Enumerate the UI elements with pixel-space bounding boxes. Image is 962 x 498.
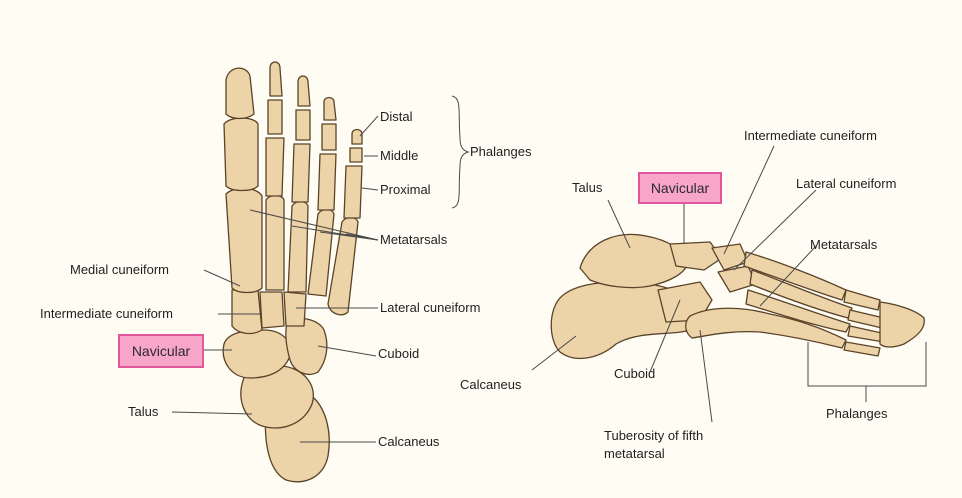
label-distal: Distal <box>380 109 413 125</box>
label-navicular-dorsal-highlight: Navicular <box>118 334 204 368</box>
dorsal-metatarsal-3 <box>288 202 308 293</box>
dorsal-metatarsal-4 <box>308 210 334 297</box>
dorsal-toe4-distal <box>324 98 336 121</box>
dorsal-toe3-middle <box>296 110 310 140</box>
dorsal-toe4-middle <box>322 124 336 150</box>
dorsal-medial-cuneiform-bone <box>232 290 262 333</box>
label-tuberosity-line1: Tuberosity of fifth <box>604 428 703 444</box>
dorsal-toe5-middle <box>350 148 362 162</box>
dorsal-hallux-proximal <box>224 118 258 191</box>
label-talus-lateral: Talus <box>572 180 602 196</box>
dorsal-metatarsal-2 <box>266 196 284 291</box>
label-middle: Middle <box>380 148 418 164</box>
label-navicular-lateral-highlight: Navicular <box>638 172 722 204</box>
lateral-distal-phalanges <box>880 302 924 347</box>
label-lateral-cuneiform-lateral: Lateral cuneiform <box>796 176 896 192</box>
lateral-intermediate-cuneiform-bone <box>712 244 748 270</box>
label-metatarsals-lateral: Metatarsals <box>810 237 877 253</box>
label-lateral-cuneiform-dorsal: Lateral cuneiform <box>380 300 480 316</box>
dorsal-toe2-middle <box>268 100 282 134</box>
lateral-talus-bone <box>580 234 688 287</box>
label-talus-dorsal: Talus <box>128 404 158 420</box>
dorsal-toe3-proximal <box>292 144 310 202</box>
dorsal-foot-illustration <box>223 62 362 482</box>
lateral-phalanx-2 <box>848 310 884 328</box>
label-intermediate-cuneiform-lateral: Intermediate cuneiform <box>744 128 877 144</box>
lateral-phalanx-4 <box>844 342 880 356</box>
lateral-foot-illustration <box>551 234 924 358</box>
label-proximal: Proximal <box>380 182 431 198</box>
label-cuboid-lateral: Cuboid <box>614 366 655 382</box>
dorsal-metatarsal-1 <box>226 188 262 292</box>
dorsal-toe2-distal <box>270 62 282 96</box>
dorsal-toe5-proximal <box>344 166 362 218</box>
label-intermediate-cuneiform-dorsal: Intermediate cuneiform <box>40 306 173 322</box>
dorsal-toe3-distal <box>298 76 310 106</box>
label-phalanges-dorsal: Phalanges <box>470 144 531 160</box>
dorsal-hallux-distal <box>226 68 254 118</box>
label-medial-cuneiform: Medial cuneiform <box>70 262 169 278</box>
dorsal-toe5-distal <box>352 130 362 145</box>
label-metatarsals-dorsal: Metatarsals <box>380 232 447 248</box>
label-calcaneus-lateral: Calcaneus <box>460 377 521 393</box>
lateral-navicular-bone <box>670 242 722 270</box>
dorsal-toe4-proximal <box>318 154 336 210</box>
dorsal-toe2-proximal <box>266 138 284 196</box>
label-tuberosity-line2: metatarsal <box>604 446 665 462</box>
dorsal-lateral-cuneiform-bone <box>284 292 306 326</box>
label-calcaneus-dorsal: Calcaneus <box>378 434 439 450</box>
label-phalanges-lateral: Phalanges <box>826 406 887 422</box>
dorsal-intermediate-cuneiform-bone <box>260 292 284 328</box>
label-cuboid-dorsal: Cuboid <box>378 346 419 362</box>
